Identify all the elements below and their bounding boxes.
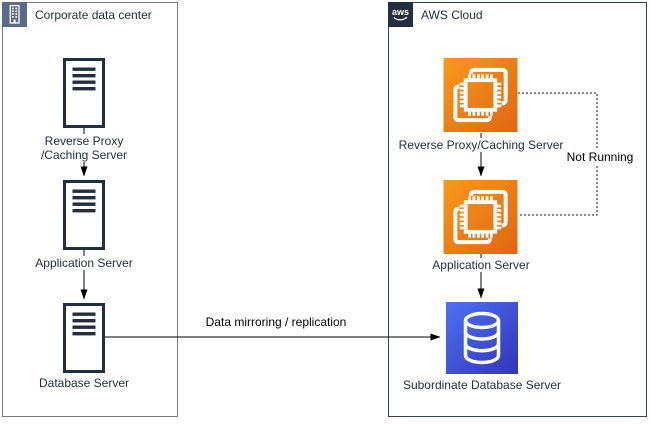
ec2-instances-icon-application (443, 180, 518, 254)
aws-logo-text: aws (392, 7, 409, 17)
label-line: Reverse Proxy (44, 134, 124, 148)
corporate-server-icon-reverse-proxy (63, 58, 105, 128)
corporate-server-icon-application (63, 180, 105, 250)
aws-container-title: AWS Cloud (421, 8, 483, 22)
label-aws-reverse-proxy: Reverse Proxy/Caching Server (397, 138, 565, 152)
corporate-container-title: Corporate data center (35, 8, 152, 22)
label-aws-subordinate-database-server: Subordinate Database Server (401, 378, 563, 392)
label-aws-application-server: Application Server (431, 258, 531, 272)
database-icon-subordinate (446, 302, 518, 374)
label-corporate-database-server: Database Server (37, 376, 131, 390)
ec2-instances-icon-reverse-proxy (443, 58, 518, 132)
corporate-server-icon-database (63, 303, 105, 373)
corporate-data-center-container (2, 2, 178, 417)
label-corporate-application-server: Application Server (34, 256, 134, 270)
aws-cloud-container (388, 2, 647, 417)
building-icon (2, 2, 27, 27)
aws-logo-icon: aws (388, 2, 413, 27)
label-not-running: Not Running (564, 150, 636, 164)
label-corporate-reverse-proxy: Reverse Proxy /Caching Server (39, 134, 129, 162)
label-data-mirroring-replication: Data mirroring / replication (203, 315, 349, 329)
label-line: /Caching Server (40, 148, 128, 162)
